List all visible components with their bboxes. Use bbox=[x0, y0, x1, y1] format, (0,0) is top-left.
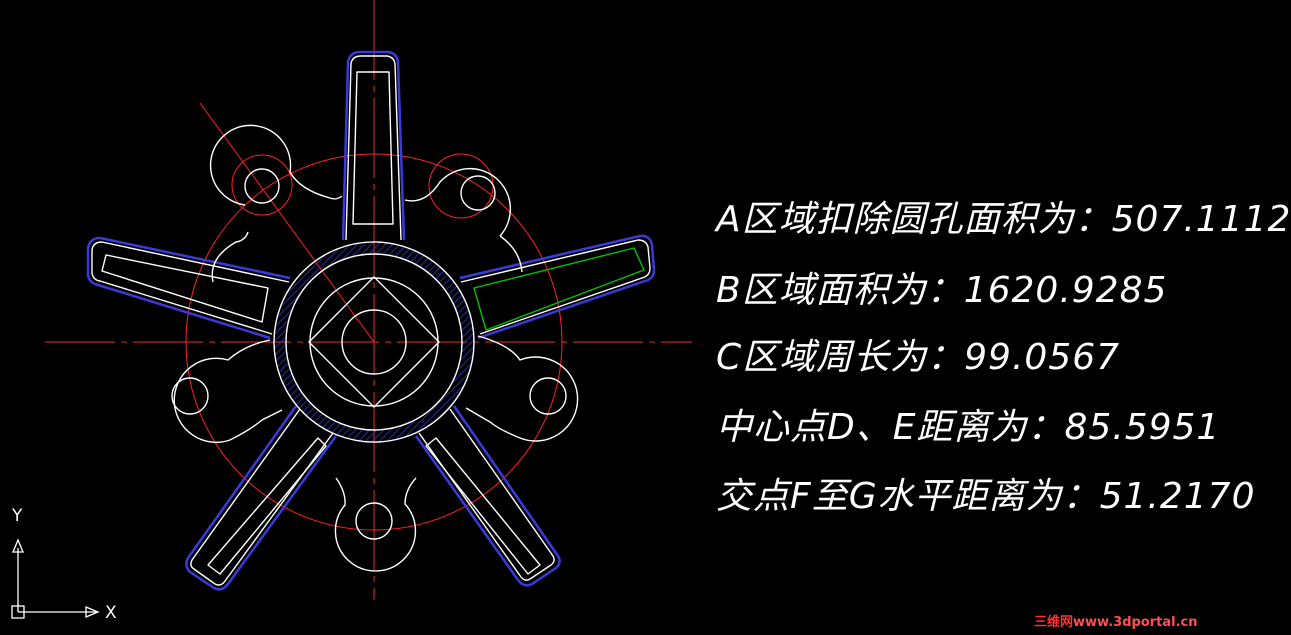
result-horizontal-fg: 交点F至G水平距离为：51.2170 bbox=[716, 476, 1256, 517]
lobe-top-right bbox=[404, 167, 512, 237]
ucs-origin-box bbox=[11, 605, 25, 619]
hole-top-left bbox=[244, 168, 280, 204]
hole-top-right bbox=[460, 175, 496, 211]
site-watermark: 三维网www.3dportal.cn bbox=[1034, 611, 1198, 630]
lobe-right-lower bbox=[465, 335, 579, 442]
bottom-left-arm-outer bbox=[185, 405, 338, 591]
center-hole bbox=[341, 309, 407, 375]
top-arm-outer bbox=[341, 50, 406, 241]
bottom-left-arm-white bbox=[190, 408, 334, 586]
lobe-right bbox=[499, 235, 523, 273]
ucs-x-arrow bbox=[85, 606, 100, 618]
diagonal-centerline bbox=[199, 102, 375, 343]
hub-hatch bbox=[273, 241, 475, 443]
lobe-top-left bbox=[209, 124, 343, 206]
top-arm-white bbox=[345, 55, 402, 241]
bottom-right-arm-white bbox=[418, 408, 555, 581]
hub-inner-circle bbox=[309, 277, 439, 407]
ucs-y-label: Y bbox=[12, 506, 23, 526]
ucs-x-label: X bbox=[105, 603, 117, 623]
right-arm-slot-highlight bbox=[473, 247, 645, 331]
bottom-left-arm-slot bbox=[207, 437, 327, 575]
lobe-bottom bbox=[334, 477, 417, 572]
lobe-left-lower bbox=[173, 339, 283, 443]
right-arm-outer bbox=[459, 234, 656, 340]
result-area-a: A区域扣除圆孔面积为：507.1112 bbox=[716, 199, 1291, 240]
result-perimeter-c: C区域周长为：99.0567 bbox=[716, 337, 1121, 378]
bottom-right-arm-outer bbox=[414, 405, 561, 587]
hub-internals bbox=[307, 275, 441, 409]
left-arm-slot bbox=[101, 254, 269, 323]
watermark-site: www.3dportal.cn bbox=[1073, 615, 1198, 630]
center-lines bbox=[45, 0, 692, 600]
lobe-left bbox=[211, 231, 249, 283]
hole-left bbox=[171, 377, 209, 415]
left-arm-outer bbox=[86, 236, 291, 340]
left-arm-white bbox=[91, 241, 290, 335]
hole-right bbox=[529, 377, 567, 415]
ucs-y-arrow bbox=[12, 538, 24, 553]
outer-lobes bbox=[171, 124, 579, 572]
ucs-icon bbox=[11, 538, 100, 619]
arms bbox=[86, 50, 656, 591]
watermark-brand: 三维网 bbox=[1034, 615, 1074, 630]
square-boss bbox=[307, 275, 441, 409]
result-area-b: B区域面积为：1620.9285 bbox=[716, 270, 1168, 311]
top-arm-slot bbox=[352, 71, 394, 225]
hole-bottom bbox=[355, 502, 393, 540]
arc-left-red bbox=[231, 154, 293, 216]
result-distance-de: 中心点D、E距离为：85.5951 bbox=[716, 407, 1221, 448]
pitch-circle bbox=[185, 153, 563, 531]
hub-region bbox=[273, 241, 475, 443]
right-arm-white bbox=[460, 239, 651, 335]
bottom-right-arm-slot bbox=[425, 437, 541, 575]
